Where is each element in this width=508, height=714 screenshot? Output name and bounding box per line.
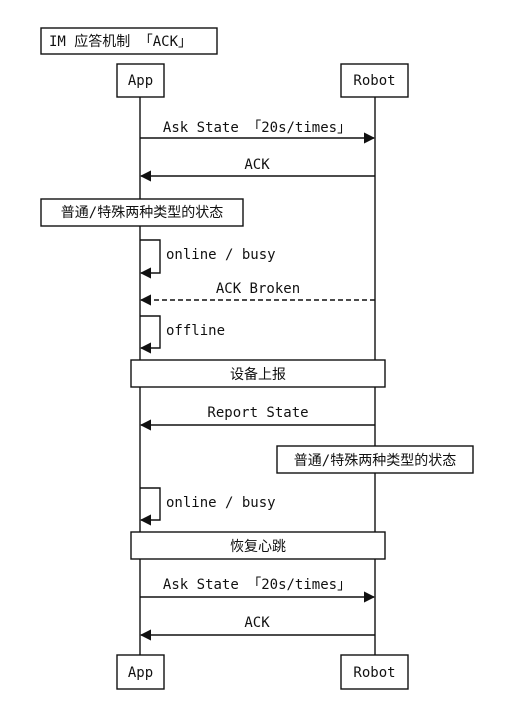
participant-app-label: App bbox=[128, 73, 153, 89]
participant-robot-top: Robot bbox=[340, 63, 409, 98]
message-label: ACK bbox=[244, 615, 270, 631]
message-label: ACK Broken bbox=[216, 281, 300, 297]
participant-robot-label: Robot bbox=[353, 665, 395, 681]
participant-app-bottom: App bbox=[116, 654, 165, 690]
note-device-report: 设备上报 bbox=[130, 359, 386, 388]
message-ack-1: ACK bbox=[139, 157, 375, 182]
message-ack-2: ACK bbox=[139, 615, 375, 641]
diagram-title-text: IM 应答机制 「ACK」 bbox=[49, 33, 192, 50]
participant-robot-label: Robot bbox=[353, 73, 395, 89]
participant-app-top: App bbox=[116, 63, 165, 98]
self-arrow bbox=[139, 487, 161, 526]
participant-app-label: App bbox=[128, 665, 153, 681]
self-arrow bbox=[139, 239, 161, 279]
self-message-offline: offline bbox=[139, 315, 225, 354]
message-label: Ask State 「20s/times」 bbox=[163, 577, 351, 593]
message-label: online / busy bbox=[166, 495, 276, 511]
self-message-online-1: online / busy bbox=[139, 239, 276, 279]
note-label: 设备上报 bbox=[230, 366, 286, 383]
note-resume-heartbeat: 恢复心跳 bbox=[130, 531, 386, 560]
message-label: ACK bbox=[244, 157, 270, 173]
message-label: Ask State 「20s/times」 bbox=[163, 120, 351, 136]
diagram-title: IM 应答机制 「ACK」 bbox=[40, 27, 218, 55]
note-normal-special-1: 普通/特殊两种类型的状态 bbox=[40, 198, 244, 227]
message-ask-state-2: Ask State 「20s/times」 bbox=[140, 577, 376, 603]
message-label: Report State bbox=[207, 405, 308, 421]
note-normal-special-2: 普通/特殊两种类型的状态 bbox=[276, 445, 474, 474]
self-message-online-2: online / busy bbox=[139, 487, 276, 526]
message-ack-broken: ACK Broken bbox=[139, 281, 375, 306]
message-ask-state-1: Ask State 「20s/times」 bbox=[140, 120, 376, 144]
note-label: 普通/特殊两种类型的状态 bbox=[61, 205, 223, 221]
message-label: online / busy bbox=[166, 247, 276, 263]
note-label: 恢复心跳 bbox=[230, 538, 286, 555]
self-arrow bbox=[139, 315, 161, 354]
note-label: 普通/特殊两种类型的状态 bbox=[294, 453, 456, 469]
message-label: offline bbox=[166, 323, 225, 339]
participant-robot-bottom: Robot bbox=[340, 654, 409, 690]
message-report-state: Report State bbox=[139, 405, 375, 431]
